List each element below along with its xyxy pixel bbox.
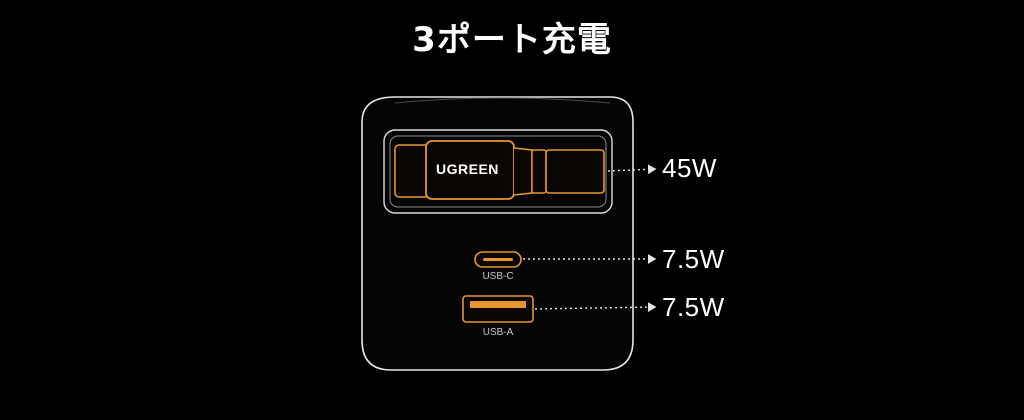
arrow-usb-a	[534, 302, 657, 313]
cable-plug-left	[394, 144, 430, 198]
cable-neck	[513, 147, 533, 196]
cable-power-label: 45W	[662, 153, 717, 183]
usb-c-label: USB-C	[482, 271, 514, 282]
usb-a-port-tongue	[470, 301, 526, 308]
cable-plug-right	[531, 149, 547, 194]
page-title: 3ポート充電	[412, 20, 612, 60]
cable-compartment-inner	[389, 135, 607, 208]
cable-compartment-outer	[383, 129, 613, 214]
usb-a-power-label: 7.5W	[662, 292, 725, 322]
usb-a-port	[462, 295, 534, 323]
usb-a-label: USB-A	[482, 327, 514, 338]
charger-top-edge	[394, 97, 611, 104]
cable-plug-tip	[545, 149, 605, 194]
usb-c-port-tongue	[483, 258, 513, 261]
brand-logo-text: UGREEN	[436, 161, 499, 177]
usb-c-power-label: 7.5W	[662, 244, 725, 274]
